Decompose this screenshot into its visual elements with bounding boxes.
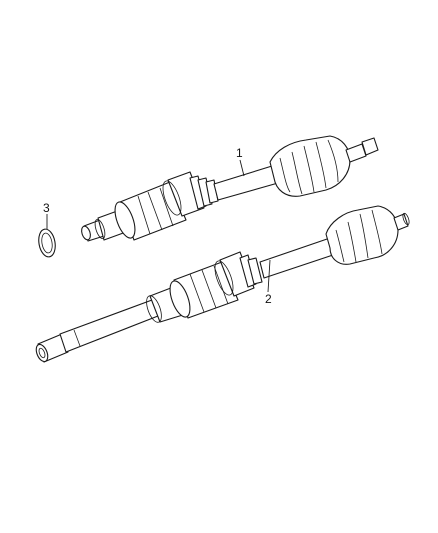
upper-axle-shaft-icon bbox=[81, 135, 379, 242]
lower-axle-shaft-icon bbox=[35, 205, 410, 363]
seal-ring-icon bbox=[38, 228, 56, 258]
leader-line-part2 bbox=[267, 259, 271, 293]
callout-part1: 1 bbox=[236, 146, 243, 160]
leader-line-part1 bbox=[239, 159, 245, 177]
callout-part2: 2 bbox=[265, 292, 272, 306]
callout-part3: 3 bbox=[43, 201, 50, 215]
